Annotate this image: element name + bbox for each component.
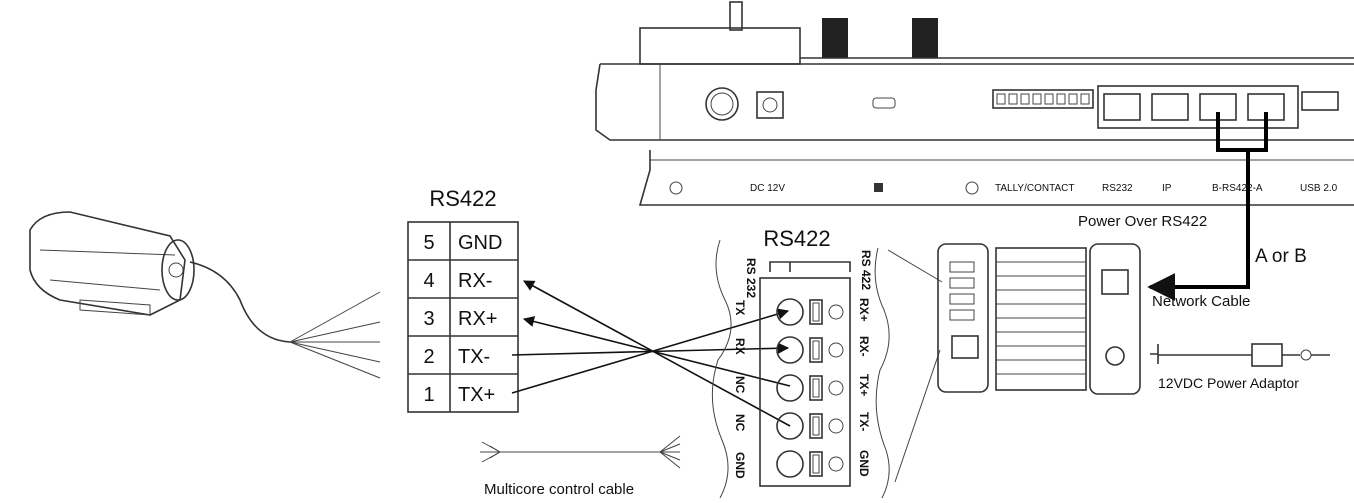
terminal-housing [759,277,851,487]
power-adaptor-icon [1251,343,1283,367]
adapter-rj45-icon [951,335,979,359]
terminal-hole-icon [828,418,844,434]
network-cable-label: Network Cable [1152,293,1250,310]
label-usb: USB 2.0 [1300,183,1338,194]
terminal-hole-icon [828,342,844,358]
terminal-screw-icon [776,374,804,402]
table-pin-number: 4 [423,270,434,292]
dc-jack-icon [756,91,784,119]
terminal-screw-icon [776,298,804,326]
port-block [1097,85,1299,129]
terminal-right-pin-label: GND [857,450,871,477]
adapter-heatsink [995,247,1087,391]
label-rs422: B-RS422-A [1212,183,1263,194]
wire-rx-plus [522,316,791,387]
adapter-left-plate [937,243,989,393]
terminal-right-pin-label: RX+ [857,298,871,322]
knob-left-icon [822,18,848,58]
adapter-right-plate [1089,243,1141,395]
terminal-screw-icon [776,450,804,478]
rs422-pin-table: RS422 5 GND 4 RX- 3 RX+ 2 TX- 1 TX+ [407,186,519,413]
terminal-slot-icon [809,413,823,439]
screw-icon [669,181,683,195]
table-pin-number: 2 [423,346,434,368]
table-pin-signal: GND [458,232,502,254]
ip-port-icon [1151,93,1189,121]
terminal-left-pin-label: TX [733,300,747,315]
rs422-table-title: RS422 [429,186,496,211]
terminal-rs422-header: RS 422 [859,250,873,290]
label-ip: IP [1162,183,1172,194]
table-pin-number: 5 [423,232,434,254]
rs422-terminal-block: RS422 RS 232 RS 422 TX RX+ RX RX- NC TX+ NC TX-… [711,226,890,499]
rs422-adapter: Network Cable 12VDC Power Adaptor [887,243,1330,483]
tally-terminal-icon [992,89,1094,109]
terminal-brackets [769,261,851,272]
terminal-slot-icon [809,451,823,477]
terminal-right-pin-label: RX- [857,336,871,357]
table-pin-signal: RX+ [458,308,497,330]
terminal-left-pin-label: RX [733,338,747,355]
multicore-cable: Multicore control cable [480,435,681,498]
adapter-dc-jack-icon [1105,346,1125,366]
terminal-rs232-header: RS 232 [744,258,758,298]
controller-top-panel [639,27,801,65]
knob-right-icon [912,18,938,58]
label-rs232: RS232 [1102,183,1133,194]
usb-port-icon [1301,91,1339,111]
controller-body [595,63,1354,141]
terminal-hole-icon [828,456,844,472]
adapter-network-port-icon [1101,269,1129,295]
multicore-cable-label: Multicore control cable [484,481,634,498]
terminal-screw-icon [776,412,804,440]
terminal-hole-icon [828,380,844,396]
terminal-left-pin-label: GND [733,452,747,479]
power-over-rs422-label: Power Over RS422 [1078,213,1207,230]
a-or-b-label: A or B [1255,246,1307,267]
power-over-rs422-link: Power Over RS422 A or B [1078,112,1307,301]
signal-wires [511,280,791,427]
camera-lens-icon [161,239,195,301]
wire-tx-plus [511,308,790,394]
terminal-slot-icon [809,299,823,325]
table-pin-signal: TX+ [458,384,495,406]
terminal-left-pin-label: NC [733,414,747,432]
camera-cable [189,261,291,343]
camera-illustration [29,211,381,379]
label-tally: TALLY/CONTACT [995,183,1074,194]
power-adaptor-label: 12VDC Power Adaptor [1158,375,1299,391]
terminal-slot-icon [809,337,823,363]
terminal-left-pin-label: NC [733,376,747,394]
terminal-slot-icon [809,375,823,401]
table-pin-signal: RX- [458,270,492,292]
table-pin-signal: TX- [458,346,490,368]
power-button-icon [705,87,739,121]
rs232-port-icon [1103,93,1141,121]
table-pin-number: 1 [423,384,434,406]
lock-slot-icon [872,97,896,109]
label-dc12v: DC 12V [750,183,785,194]
terminal-screw-icon [776,336,804,364]
terminal-title: RS422 [763,226,830,251]
joystick-stem [729,1,743,31]
table-pin-number: 3 [423,308,434,330]
lock-icon [874,183,883,192]
screw-icon [965,181,979,195]
terminal-hole-icon [828,304,844,320]
terminal-right-pin-label: TX- [857,412,871,431]
controller-device: DC 12V TALLY/CONTACT RS232 IP B-RS422-A … [595,1,1354,206]
terminal-right-pin-label: TX+ [857,374,871,396]
terminal-left-edge [711,239,732,499]
wire-rx-minus [523,280,791,427]
